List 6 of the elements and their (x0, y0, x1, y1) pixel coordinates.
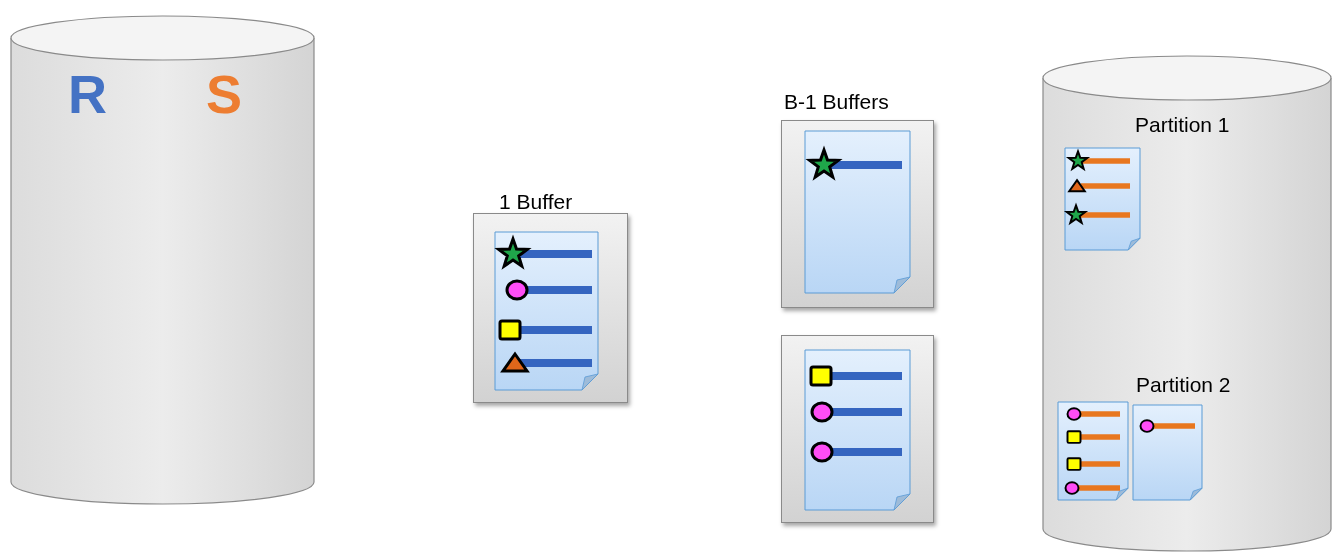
letter-label: R (68, 63, 107, 125)
letter-label: S (206, 63, 243, 125)
buffer-label: B-1 Buffers (784, 90, 889, 114)
buffer-label: 1 Buffer (499, 190, 573, 214)
partition-label: Partition 1 (1135, 113, 1230, 137)
partition-label: Partition 2 (1136, 373, 1231, 397)
